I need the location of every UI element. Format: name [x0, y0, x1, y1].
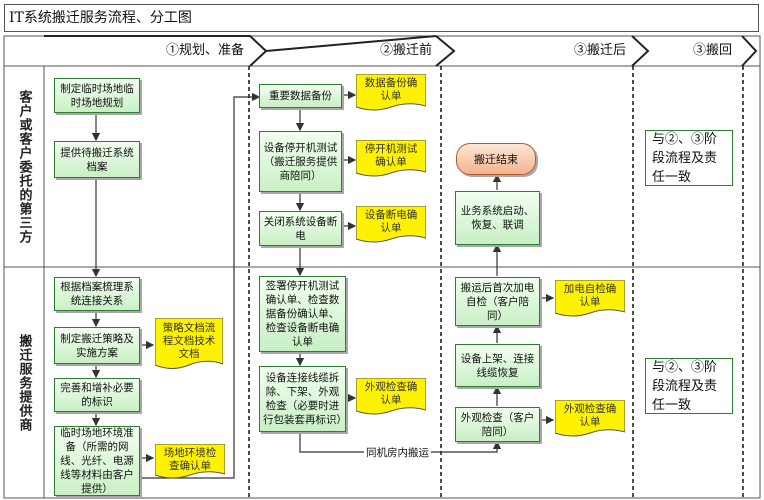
doc-shutdown-confirm-label: 停开机测试确认单: [364, 143, 418, 168]
node-visual-check-after: 外观检查（客户陪同）: [455, 407, 540, 442]
lane-label-customer: 客户或客户委托的第三方: [16, 89, 32, 244]
doc-strategy-docs-label: 策略文档流程文档技术文档: [162, 322, 216, 360]
node-prepare-temp-env: 临时场地环境准备（所需的网线、光纤、电源线等材料由客户提供）: [54, 426, 140, 496]
node-dismantle-pack: 设备连接线缆拆除、下架、外观检查（必要时进行包装套再标识）: [259, 366, 347, 432]
note-return-upper: 与②、③阶段流程及责任一致: [645, 130, 733, 186]
note-return-lower: 与②、③阶段流程及责任一致: [645, 358, 733, 414]
node-review-connections: 根据档案梳理系统连接关系: [54, 277, 140, 311]
doc-power-off-confirm-label: 设备断电确认单: [364, 209, 418, 234]
doc-site-env-check-label: 场地环境检查确认单: [163, 447, 217, 472]
terminal-move-end: 搬迁结束: [456, 143, 536, 175]
node-rack-reconnect: 设备上架、连接线缆恢复: [455, 344, 540, 387]
doc-power-on-confirm: 加电自检确认单: [555, 280, 625, 318]
doc-power-on-confirm-label: 加电自检确认单: [563, 283, 617, 308]
node-provide-archive: 提供待搬迁系统档案: [54, 141, 140, 178]
node-shutdown-test: 设备停开机测试（搬迁服务提供商陪同）: [259, 131, 342, 192]
node-add-labels: 完善和增补必要的标识: [54, 378, 140, 412]
phase-2-label: ②搬迁前: [379, 43, 432, 58]
node-business-restart: 业务系统启动、恢复、联调: [455, 191, 540, 245]
node-first-power-on: 搬运后首次加电自检（客户陪同）: [455, 277, 540, 326]
phase-4-label: ③搬回: [692, 43, 732, 58]
doc-visual-confirm-after-label: 外观检查确认单: [563, 403, 617, 428]
doc-backup-confirm-label: 数据备份确认单: [364, 77, 418, 102]
lane-label-provider: 搬迁服务提供商: [16, 333, 32, 432]
phase-1-label: ①规划、准备: [165, 43, 244, 58]
doc-power-off-confirm: 设备断电确认单: [356, 206, 426, 244]
doc-visual-confirm-before-label: 外观检查确认单: [364, 381, 418, 406]
doc-backup-confirm: 数据备份确认单: [356, 74, 426, 112]
doc-visual-confirm-before: 外观检查确认单: [356, 378, 426, 416]
node-sign-confirmations: 签署停开机测试确认单、检查数据备份确认单、检查设备断电确认单: [259, 276, 346, 352]
doc-visual-confirm-after: 外观检查确认单: [555, 400, 625, 438]
node-plan-temp-site: 制定临时场地临时场地规划: [54, 78, 140, 113]
doc-shutdown-confirm: 停开机测试确认单: [356, 140, 426, 178]
edge-label-move-in-room: 同机房内搬运: [364, 445, 431, 460]
doc-site-env-check: 场地环境检查确认单: [155, 444, 225, 480]
diagram-title: IT系统搬迁服务流程、分工图: [4, 4, 759, 32]
node-make-strategy: 制定搬迁策略及实施方案: [54, 327, 140, 364]
node-power-off: 关闭系统设备断电: [259, 211, 342, 246]
phase-3-label: ③搬迁后: [573, 43, 626, 58]
doc-strategy-docs: 策略文档流程文档技术文档: [155, 318, 223, 372]
node-backup-data: 重要数据备份: [259, 84, 342, 108]
